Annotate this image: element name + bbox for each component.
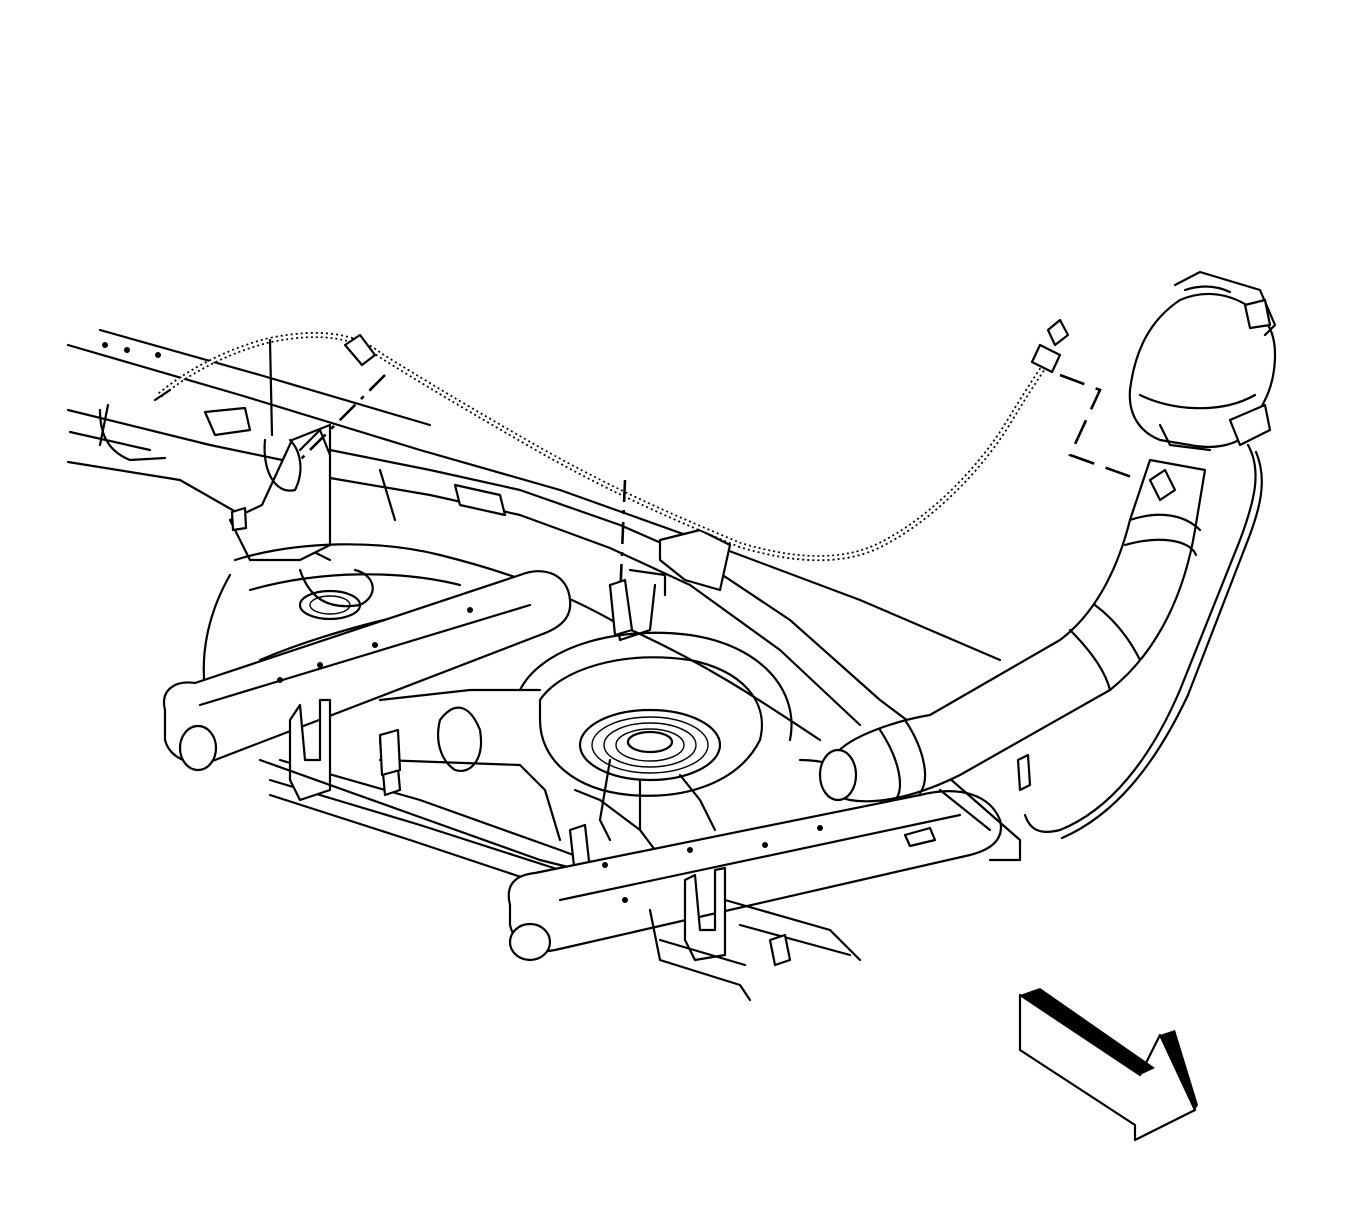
right-frame-rail — [328, 448, 962, 762]
rear-crossmember — [507, 768, 1022, 1002]
left-frame-rail — [66, 328, 1002, 662]
fuel-line-harness — [153, 318, 1070, 562]
front-bracket — [228, 423, 332, 562]
direction-arrow — [1018, 988, 1198, 1142]
alignment-lines — [299, 373, 1141, 601]
arrow-front-icon — [1018, 993, 1197, 1142]
evap-canister — [1128, 270, 1277, 452]
fuel-filler-pipe — [818, 458, 1207, 803]
fuel-pump-module — [298, 589, 722, 852]
vent-hose — [1016, 443, 1263, 840]
clips — [378, 568, 667, 777]
